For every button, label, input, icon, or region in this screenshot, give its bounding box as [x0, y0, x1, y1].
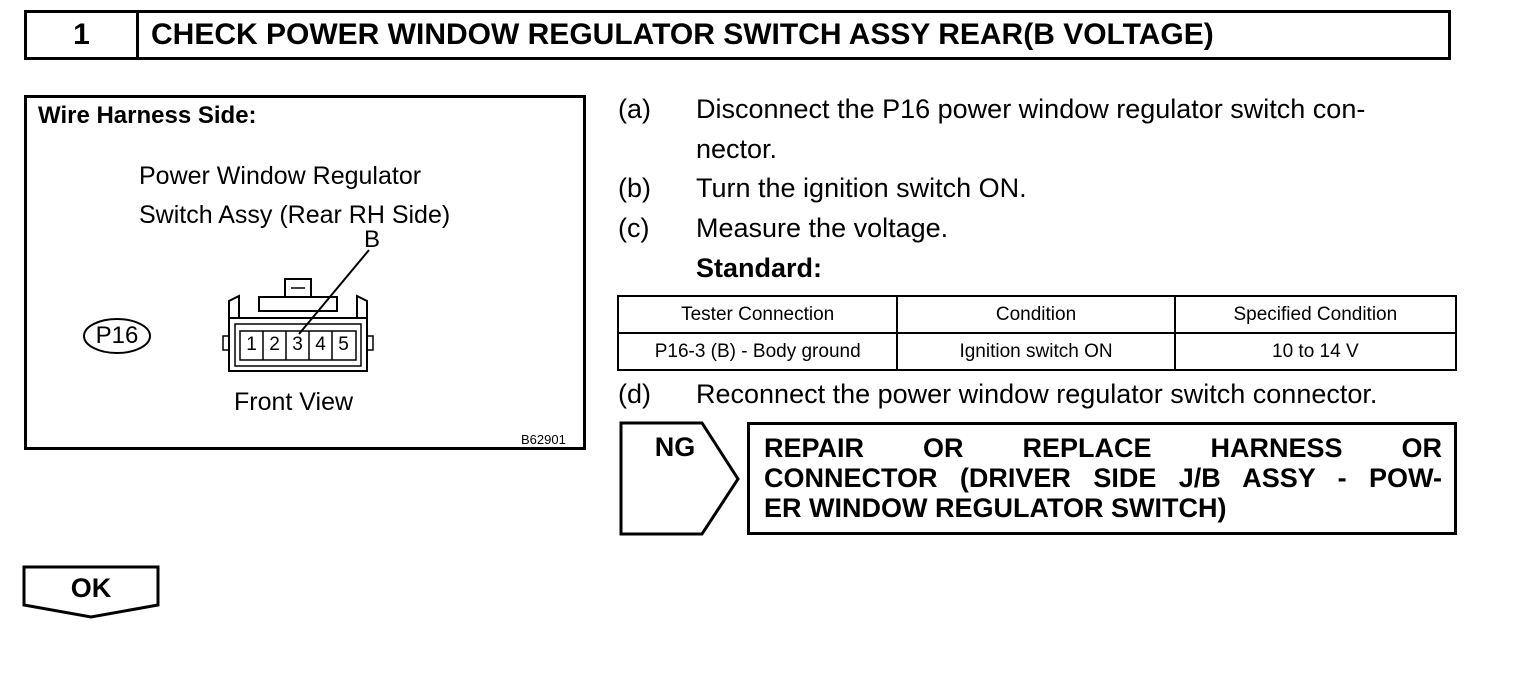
component-name-line1: Power Window Regulator	[139, 162, 422, 190]
terminal-label: B	[364, 226, 381, 253]
connector-drawing	[83, 249, 374, 372]
step-b-text: Turn the ignition switch ON.	[696, 173, 1027, 203]
standard-label: Standard	[696, 253, 814, 283]
view-label: Front View	[234, 388, 354, 416]
column-header: Condition	[896, 295, 1176, 334]
table-row: P16-3 (B) - Body ground Ignition switch …	[616, 332, 1458, 371]
spec-table: Tester Connection Condition Specified Co…	[616, 295, 1458, 371]
pin-5: 5	[338, 334, 349, 355]
table-cell: Ignition switch ON	[896, 332, 1176, 371]
connector-id-label: P16	[95, 322, 139, 349]
ok-arrow-shape	[22, 565, 160, 619]
terminal-leader-line	[298, 249, 370, 335]
step-d-text: Reconnect the power window regulator swi…	[696, 379, 1378, 409]
section-header: 1 CHECK POWER WINDOW REGULATOR SWITCH AS…	[24, 10, 1451, 60]
standard-heading: Standard:	[696, 253, 823, 283]
ok-label: OK	[70, 573, 112, 603]
step-number: 1	[27, 13, 139, 57]
pin-1: 1	[246, 334, 257, 355]
figure-code: B62901	[521, 432, 566, 447]
pin-4: 4	[315, 334, 326, 355]
step-c-text: Measure the voltage.	[696, 213, 949, 243]
table-cell: 10 to 14 V	[1173, 332, 1458, 371]
ng-action-line2: CONNECTOR (DRIVER SIDE J/B ASSY - POW-	[764, 463, 1442, 493]
step-d-label: (d)	[618, 379, 651, 409]
step-b-label: (b)	[618, 173, 651, 203]
step-a-text-line2: nector.	[696, 134, 778, 164]
ng-label: NG	[654, 432, 696, 462]
figure-heading: Wire Harness Side:	[38, 102, 257, 129]
step-a-label: (a)	[618, 94, 651, 124]
pin-2: 2	[269, 334, 280, 355]
ng-action-line3: ER WINDOW REGULATOR SWITCH)	[764, 493, 1227, 523]
connector-id-circle	[83, 318, 151, 354]
section-title: CHECK POWER WINDOW REGULATOR SWITCH ASSY…	[151, 18, 1214, 51]
ng-arrow-shape	[619, 421, 740, 536]
table-header-row: Tester Connection Condition Specified Co…	[616, 295, 1458, 334]
table-cell: P16-3 (B) - Body ground	[616, 332, 899, 371]
ng-action-line1: REPAIR OR REPLACE HARNESS OR	[764, 433, 1442, 463]
column-header: Specified Condition	[1173, 295, 1458, 334]
column-header: Tester Connection	[616, 295, 899, 334]
step-c-label: (c)	[618, 213, 650, 243]
ng-action-box: REPAIR OR REPLACE HARNESS OR CONNECTOR (…	[747, 422, 1457, 535]
component-name-line2: Switch Assy (Rear RH Side)	[139, 201, 451, 229]
pin-3: 3	[292, 334, 303, 355]
step-a: (a) Disconnect the P16 power window regu…	[618, 89, 1458, 169]
step-a-text-line1: Disconnect the P16 power window regulato…	[696, 94, 1366, 124]
connector-figure: Wire Harness Side: Power Window Regulato…	[24, 95, 586, 450]
